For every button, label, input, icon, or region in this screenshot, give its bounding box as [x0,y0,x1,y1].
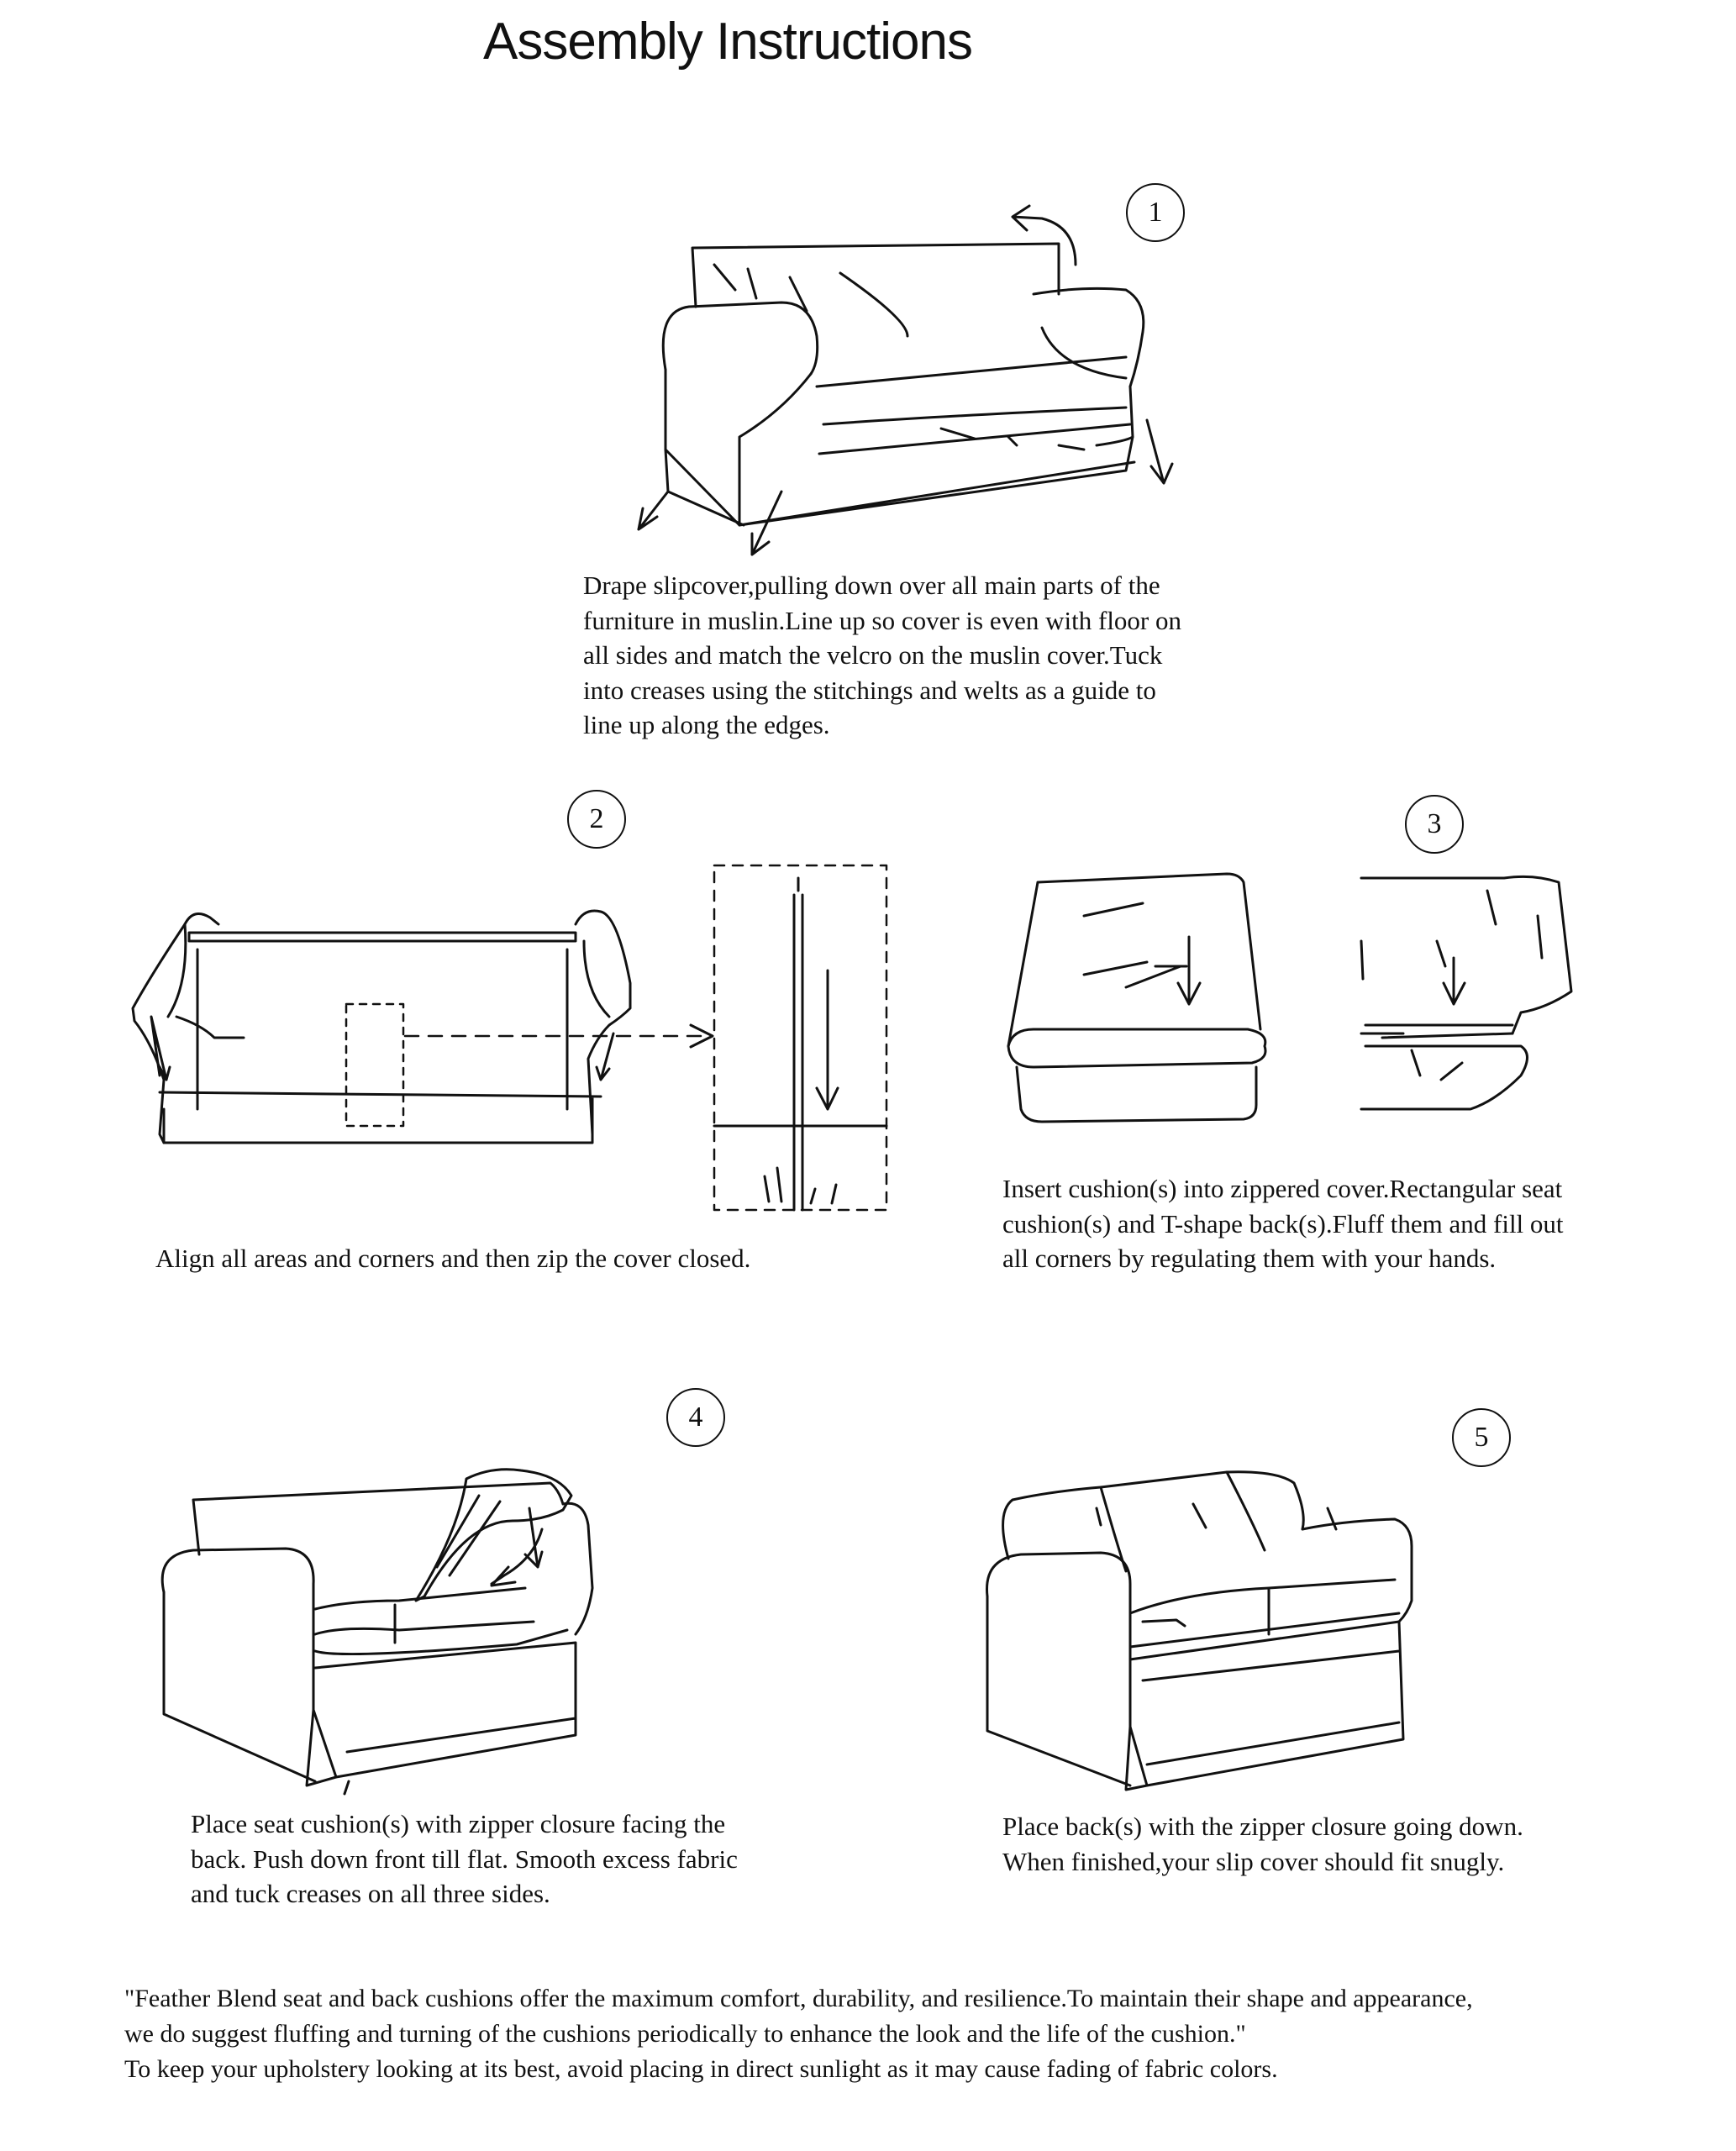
step-1-text: Drape slipcover,pulling down over all ma… [583,568,1181,743]
step-1-illustration [588,193,1193,571]
step-4-text: Place seat cushion(s) with zipper closur… [191,1807,738,1912]
step-5-line: Place back(s) with the zipper closure go… [1002,1812,1523,1841]
step-2-line: Align all areas and corners and then zip… [155,1244,751,1273]
step-3-line: all corners by regulating them with your… [1002,1244,1497,1273]
footer-line: we do suggest fluffing and turning of th… [124,2020,1246,2048]
step-3-line: cushion(s) and T-shape back(s).Fluff the… [1002,1208,1564,1239]
footer-line: To keep your upholstery looking at its b… [124,2055,1278,2083]
step-4-illustration [147,1449,718,1802]
step-4-line: and tuck creases on all three sides. [191,1879,550,1908]
step-3-number: 3 [1405,795,1464,854]
step-4-line: Place seat cushion(s) with zipper closur… [191,1809,726,1838]
footer-line: "Feather Blend seat and back cushions of… [124,1985,1473,2012]
step-1-line: into creases using the stitchings and we… [583,675,1156,705]
step-5-text: Place back(s) with the zipper closure go… [1002,1809,1523,1879]
step-4-number: 4 [666,1388,725,1447]
step-3-line: Insert cushion(s) into zippered cover.Re… [1002,1174,1563,1203]
footer-note: "Feather Blend seat and back cushions of… [124,1981,1473,2087]
step-5-number: 5 [1452,1408,1511,1467]
step-1-line: Drape slipcover,pulling down over all ma… [583,571,1160,600]
step-1-line: line up along the edges. [583,710,830,739]
page-title: Assembly Instructions [483,13,973,71]
step-3-text: Insert cushion(s) into zippered cover.Re… [1002,1171,1564,1276]
step-2-text: Align all areas and corners and then zip… [155,1241,750,1276]
step-5-illustration [975,1454,1512,1798]
step-3-illustration [1000,857,1588,1134]
step-1-line: furniture in muslin.Line up so cover is … [583,605,1182,635]
step-2-number: 2 [567,790,626,849]
step-5-line: When finished,your slip cover should fit… [1002,1846,1505,1876]
step-1-line: all sides and match the velcro on the mu… [583,640,1163,670]
step-2-illustration [126,857,916,1235]
step-1-number: 1 [1126,183,1185,242]
step-4-line: back. Push down front till flat. Smooth … [191,1843,738,1874]
